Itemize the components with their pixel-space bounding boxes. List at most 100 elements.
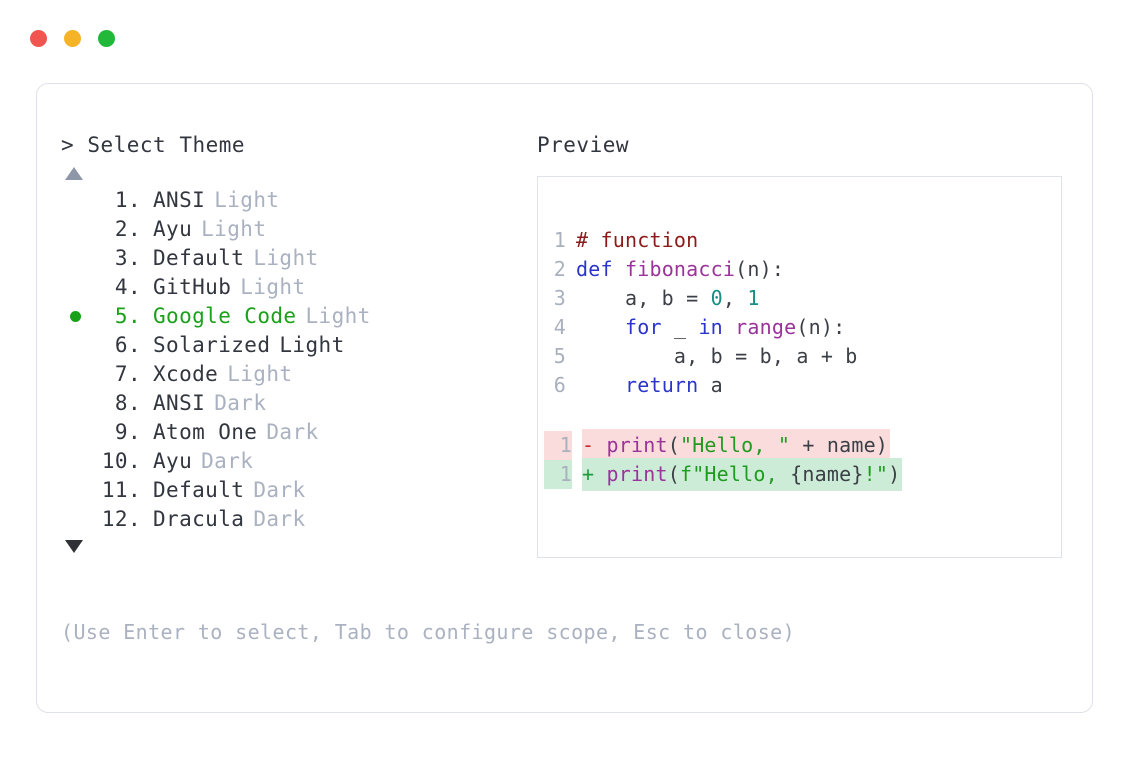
code-token: !": [863, 462, 889, 486]
theme-item-name: Xcode: [153, 362, 219, 386]
code-token: [576, 373, 625, 397]
window-traffic-lights: [30, 30, 115, 47]
theme-item-name: GitHub: [153, 275, 232, 299]
code-line-text: for _ in range(n):: [576, 313, 845, 342]
code-token: for: [624, 315, 662, 339]
page-title: Select Theme: [87, 133, 246, 157]
theme-item-index: 6.: [114, 333, 141, 357]
code-line-text: return a: [576, 371, 723, 400]
theme-item-variant: Dark: [253, 478, 306, 502]
maximize-button-icon[interactable]: [98, 30, 115, 47]
code-token: return: [624, 373, 699, 397]
code-token: (: [667, 433, 680, 457]
code-token: ): [888, 462, 901, 486]
code-token: range: [735, 315, 797, 339]
theme-list-item[interactable]: 7. Xcode Light: [61, 360, 531, 389]
code-token: def: [576, 257, 625, 281]
minimize-button-icon[interactable]: [64, 30, 81, 47]
selection-bullet-cell: [61, 505, 89, 534]
theme-list-item[interactable]: 6. Solarized Light: [61, 331, 531, 360]
code-token: + name): [790, 433, 889, 457]
code-line: 4 for _ in range(n):: [538, 313, 1061, 342]
close-button-icon[interactable]: [30, 30, 47, 47]
prompt-caret-icon: >: [61, 133, 75, 157]
diff-sign: +: [582, 462, 607, 486]
theme-item-index: 12.: [101, 507, 141, 531]
code-token: a: [698, 373, 723, 397]
code-line: 5 a, b = b, a + b: [538, 342, 1061, 371]
theme-item-variant: Light: [253, 246, 319, 270]
theme-item-index: 5.: [114, 304, 141, 328]
scroll-up-icon[interactable]: [65, 167, 83, 180]
selection-bullet-cell: [61, 215, 89, 244]
theme-item-name: ANSI: [153, 188, 206, 212]
line-number: 1: [553, 228, 566, 252]
diff-line-number: 1: [544, 431, 572, 460]
theme-item-name: Google Code: [153, 304, 297, 328]
code-token: (n):: [796, 315, 846, 339]
code-token: print: [606, 433, 668, 457]
selection-bullet-cell: [61, 476, 89, 505]
theme-item-index: 11.: [101, 478, 141, 502]
theme-item-variant: Light: [279, 333, 345, 357]
code-token: 0: [710, 286, 723, 310]
diff-line-text: - print("Hello, " + name): [582, 429, 891, 462]
code-token: _: [661, 315, 699, 339]
theme-item-name: Atom One: [153, 420, 258, 444]
diff-line-text: + print(f"Hello, {name}!"): [582, 458, 903, 491]
theme-item-index: 7.: [114, 362, 141, 386]
code-token: [576, 315, 625, 339]
theme-list-item[interactable]: 11. Default Dark: [61, 476, 531, 505]
scroll-down-icon[interactable]: [65, 540, 83, 553]
theme-item-variant: Dark: [266, 420, 319, 444]
code-token: print: [606, 462, 668, 486]
theme-item-name: Default: [153, 478, 245, 502]
preview-label: Preview: [537, 133, 630, 157]
code-token: [723, 315, 735, 339]
theme-item-name: Dracula: [153, 507, 245, 531]
prompt-line: > Select Theme: [61, 131, 531, 159]
theme-item-index: 10.: [101, 449, 141, 473]
theme-item-variant: Light: [240, 275, 306, 299]
code-line-text: a, b = b, a + b: [576, 342, 858, 371]
line-number: 5: [553, 344, 566, 368]
theme-list-item[interactable]: 1. ANSI Light: [61, 186, 531, 215]
theme-item-index: 1.: [114, 188, 141, 212]
theme-list-item[interactable]: 9. Atom One Dark: [61, 418, 531, 447]
theme-item-variant: Light: [214, 188, 280, 212]
code-line-text: # function: [576, 226, 698, 255]
theme-item-index: 9.: [114, 420, 141, 444]
diff-line-del: 1 - print("Hello, " + name): [538, 429, 1061, 462]
code-token: "Hello, ": [679, 433, 791, 457]
code-line: 3 a, b = 0, 1: [538, 284, 1061, 313]
theme-item-name: Ayu: [153, 449, 193, 473]
diff-line-number: 1: [544, 460, 572, 489]
theme-list-item[interactable]: 12. Dracula Dark: [61, 505, 531, 534]
theme-item-name: Ayu: [153, 217, 193, 241]
theme-item-name: Solarized: [153, 333, 271, 357]
theme-item-variant: Light: [201, 217, 267, 241]
line-number: 2: [553, 257, 566, 281]
selection-bullet-cell: [61, 302, 89, 331]
code-blank-line: [538, 400, 1061, 429]
theme-item-index: 3.: [114, 246, 141, 270]
theme-item-variant: Dark: [253, 507, 306, 531]
code-token: ,: [722, 286, 748, 310]
code-token: # function: [576, 228, 699, 252]
selection-bullet-cell: [61, 389, 89, 418]
selected-bullet-icon: [69, 311, 81, 322]
theme-item-variant: Light: [227, 362, 293, 386]
code-token: in: [698, 315, 723, 339]
